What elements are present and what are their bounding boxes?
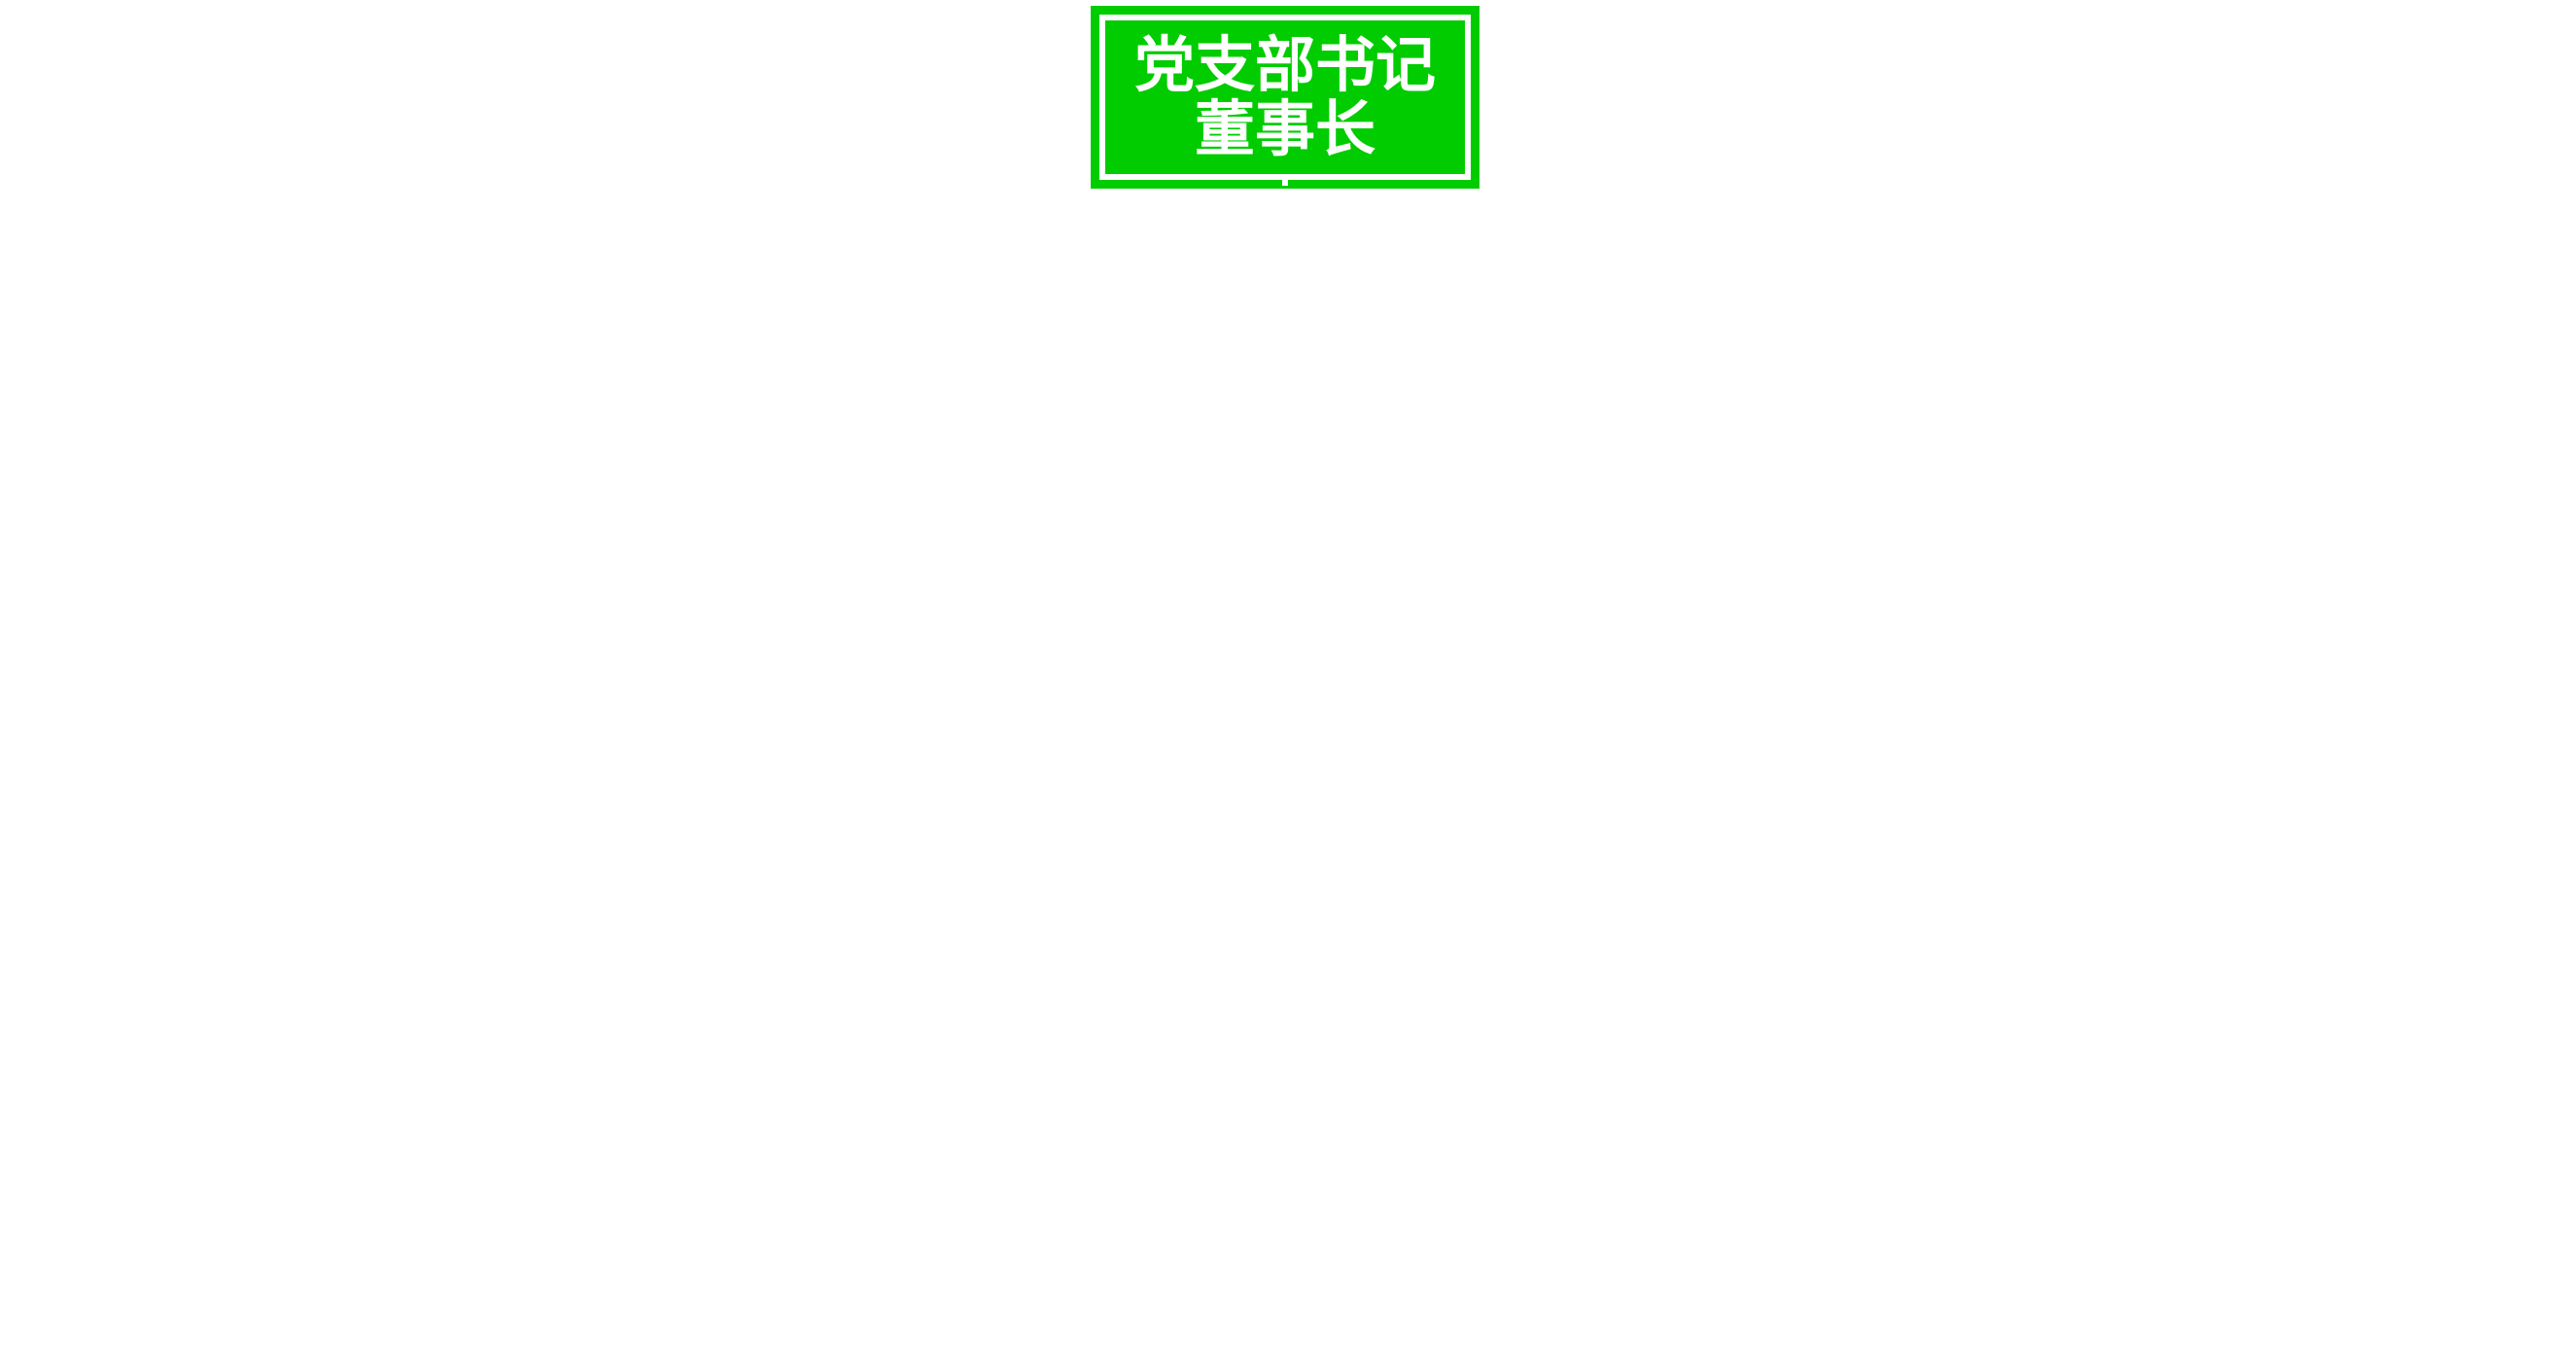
- org-node-inner-border: 党支部书记 董事长: [1099, 15, 1471, 180]
- connector-stub: [1282, 180, 1288, 186]
- org-node-title-line2: 董事长: [1194, 93, 1375, 164]
- org-node-title-line1: 党支部书记: [1133, 29, 1436, 100]
- org-chart-node: 党支部书记 董事长: [1091, 6, 1479, 189]
